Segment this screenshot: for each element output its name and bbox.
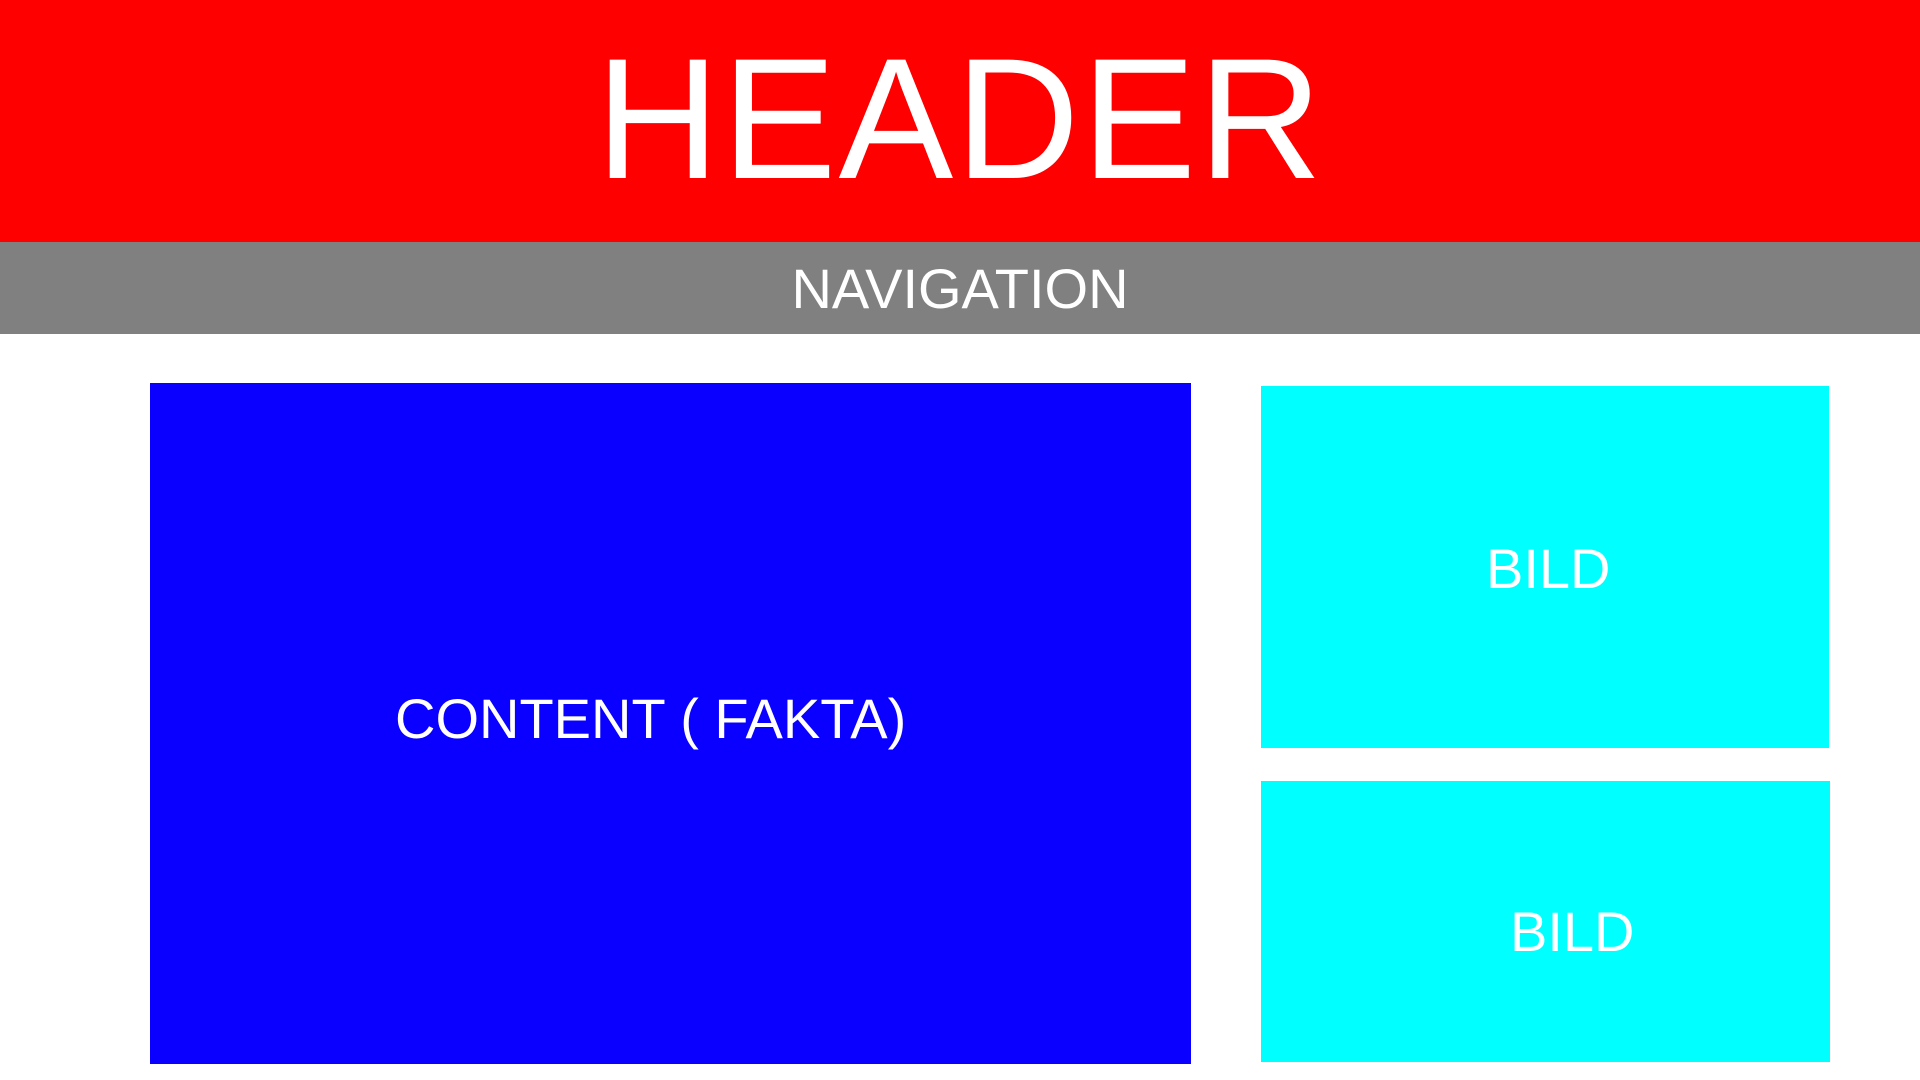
image-block-1: BILD bbox=[1261, 386, 1829, 748]
image-label-1: BILD bbox=[1486, 537, 1611, 600]
header-label: HEADER bbox=[595, 23, 1325, 215]
content-block: CONTENT ( FAKTA) bbox=[150, 383, 1191, 1064]
content-label: CONTENT ( FAKTA) bbox=[395, 687, 907, 750]
navigation-block: NAVIGATION bbox=[0, 242, 1920, 334]
image-block-2: BILD bbox=[1261, 781, 1830, 1062]
header-block: HEADER bbox=[0, 0, 1920, 242]
image-label-2: BILD bbox=[1510, 900, 1635, 963]
navigation-label: NAVIGATION bbox=[791, 257, 1129, 320]
